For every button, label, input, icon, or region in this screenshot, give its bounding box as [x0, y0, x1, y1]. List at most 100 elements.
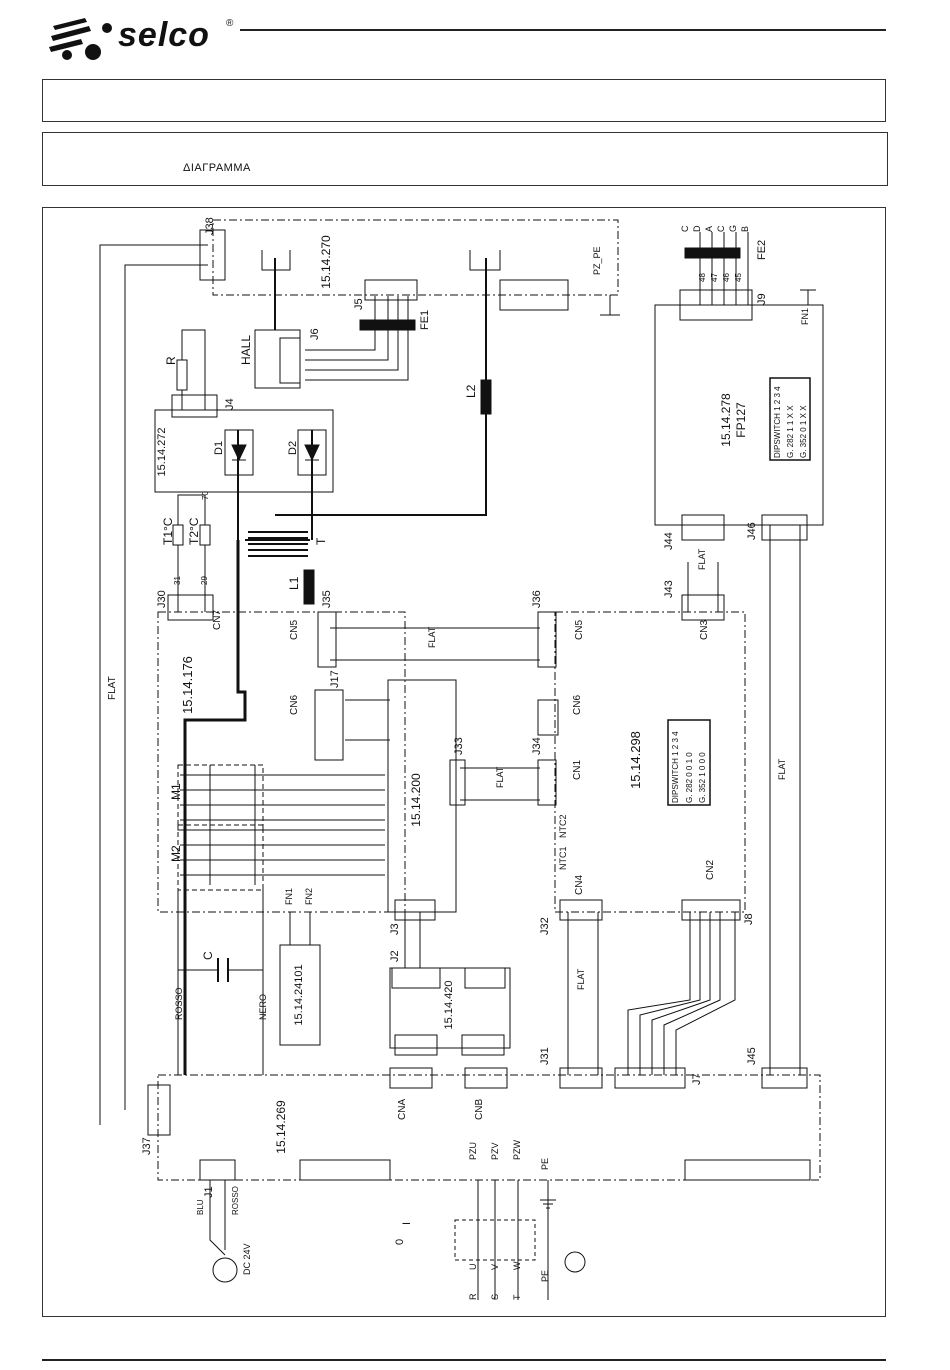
connector-j30-block [167, 594, 214, 621]
board-15-14-176-outline [157, 611, 406, 913]
dip-278-row-1: G. 282 1 1 X X [786, 405, 795, 458]
flat-cable-left-1 [99, 244, 208, 1125]
label-rosso-motor: ROSSO [231, 1186, 240, 1215]
label-j8: J8 [743, 913, 755, 925]
board-15-14-272-outline [154, 409, 334, 493]
label-pzw: PZW [512, 1139, 522, 1160]
label-j1: J1 [203, 1186, 215, 1198]
label-cn3-298: CN3 [699, 620, 710, 640]
diode-d2-box [297, 429, 327, 476]
j9-pin-48: 48 [698, 273, 707, 282]
label-flat-left: FLAT [107, 676, 118, 700]
selco-logo [45, 14, 245, 62]
selco-logo-mark [49, 18, 112, 60]
output-terminal-pos [261, 250, 291, 271]
label-j46: J46 [746, 522, 758, 540]
label-r: R [164, 356, 178, 365]
thermostat-wires [177, 494, 206, 612]
connector-j33-block [449, 759, 466, 806]
motor-wires [209, 1180, 226, 1256]
label-flat-j45-j46: FLAT [777, 758, 787, 780]
diagram-label: ΔΙΑΓΡΑΜΜΑ [183, 162, 251, 174]
fe2-pin-letters: C D A C G B [680, 225, 750, 232]
dip-table-298-border [667, 719, 711, 806]
label-fe1: FE1 [419, 310, 431, 330]
label-cna-269: CNA [397, 1099, 408, 1120]
dip-278-header: DIPSWITCH 1 2 3 4 [773, 386, 782, 458]
label-flat-j32-j31: FLAT [576, 968, 586, 990]
connector-j36-block [537, 611, 557, 668]
label-j37: J37 [141, 1137, 153, 1155]
label-fe2: FE2 [756, 240, 768, 260]
power-line-l2 [275, 258, 487, 516]
ground-pzpe [600, 295, 620, 316]
label-s-input: S [490, 1294, 500, 1300]
label-hall: HALL [239, 335, 253, 365]
mains-switch-box [454, 1219, 536, 1261]
flat-cable-left-2 [124, 264, 208, 1110]
connector-cn2-420 [464, 967, 506, 989]
connector-cnb-420 [461, 1034, 505, 1056]
thermostat-t1 [172, 524, 184, 546]
inductor-l1 [303, 569, 315, 605]
label-motor-dc: DC 24V [242, 1243, 252, 1275]
connector-j32-block [559, 899, 603, 921]
diode-d2-symbol [304, 444, 320, 462]
diagram-label-box: ΔΙΑΓΡΑΜΜΑ [42, 132, 888, 186]
capacitor-c [217, 958, 229, 982]
label-j43: J43 [663, 580, 675, 598]
fe2-letter-1: C [680, 225, 690, 232]
j9-wires [699, 232, 749, 305]
label-cn5-298: CN5 [574, 620, 585, 640]
label-fn1-278: FN1 [800, 308, 810, 325]
label-board-15-14-200: 15.14.200 [409, 773, 423, 827]
connector-j44-block [681, 514, 725, 541]
label-l2: L2 [464, 384, 478, 398]
label-t2: T2°C [187, 517, 201, 545]
j3-j2-wires [404, 912, 421, 968]
connector-cna-269 [389, 1067, 433, 1089]
label-cnb-269: CNB [474, 1099, 485, 1120]
fe2-letter-4: C [716, 225, 726, 232]
label-pe-269: PE [540, 1158, 550, 1170]
label-flat-j43-j44: FLAT [697, 548, 707, 570]
label-ntc2: NTC2 [558, 814, 568, 838]
connector-cn5-269 [684, 1159, 811, 1181]
connector-cnb-269 [464, 1067, 508, 1089]
j9-pin-numbers: 48 47 46 45 [698, 273, 743, 282]
fe2-letter-5: G [728, 225, 738, 232]
label-j5: J5 [353, 298, 365, 310]
label-pe-input: PE [540, 1270, 550, 1282]
motor-circle [212, 1257, 238, 1283]
connector-j46-block [761, 514, 808, 541]
connector-j37-block [147, 1084, 171, 1136]
label-l1: L1 [287, 576, 301, 590]
label-j6: J6 [309, 328, 321, 340]
label-t: T [314, 537, 328, 545]
label-board-15-14-278: 15.14.278 [719, 393, 733, 447]
label-board-15-14-420: 15.14.420 [443, 981, 455, 1030]
j17-wires [345, 699, 390, 741]
connector-j43-block [681, 594, 725, 621]
connector-j35-block [317, 611, 337, 668]
connector-j45-block [761, 1067, 808, 1089]
label-flat-j33-j34: FLAT [495, 766, 505, 788]
label-j3: J3 [389, 923, 401, 935]
label-j45: J45 [746, 1047, 758, 1065]
dip-278-row-2: G. 352 0 1 X X [799, 405, 808, 458]
footer-rule [42, 1359, 886, 1361]
j9-pin-46: 46 [722, 273, 731, 282]
label-cn1-298: CN1 [572, 760, 583, 780]
header-rule [240, 29, 886, 31]
j5-wires [305, 296, 409, 381]
j9-pin-47: 47 [710, 273, 719, 282]
label-flat-j35-j36: FLAT [427, 626, 437, 648]
label-board-15-14-176: 15.14.176 [180, 656, 195, 714]
label-t1: T1°C [161, 517, 175, 545]
hall-sensor-outline [254, 329, 301, 389]
fan-m2-wiring [180, 825, 385, 885]
brand-reg-mark: ® [226, 18, 234, 29]
dip-table-278-border [769, 377, 811, 461]
label-fn1-176: FN1 [284, 888, 294, 905]
